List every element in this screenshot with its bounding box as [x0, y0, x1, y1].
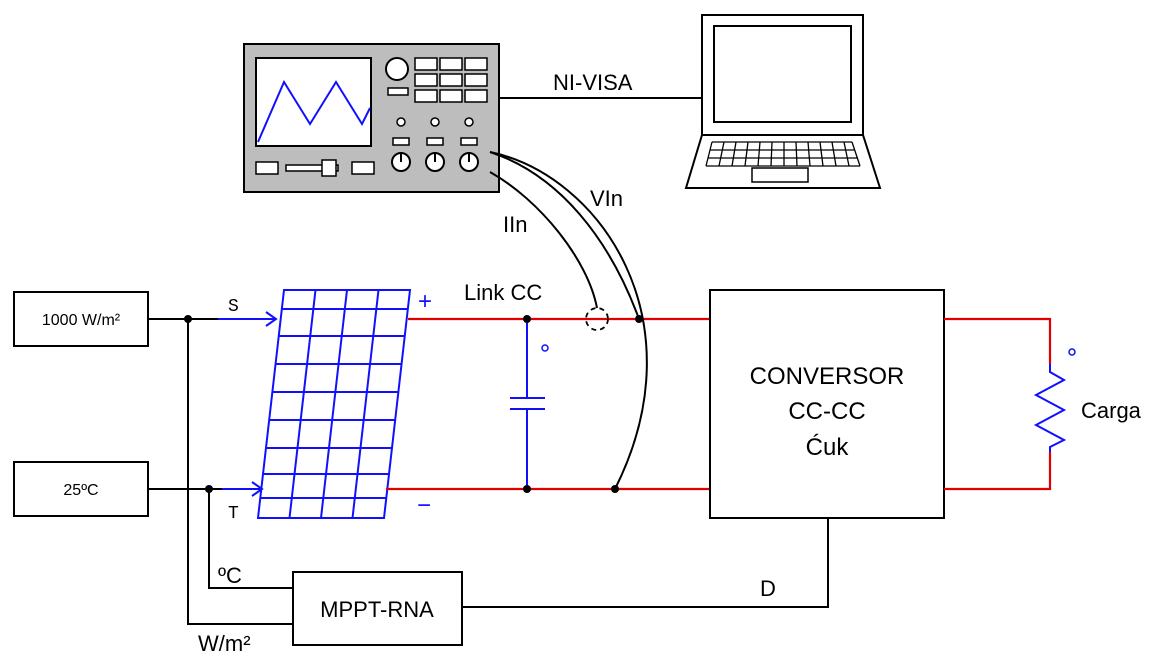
current-probe-clamp-icon — [585, 307, 609, 331]
controller-temp-input-label: ºC — [218, 563, 242, 588]
oscilloscope-bottom-controls — [255, 159, 375, 177]
irradiance-feedback-wire — [187, 319, 293, 625]
triangle-waveform — [257, 79, 371, 143]
irradiance-source-box — [13, 291, 149, 347]
small-button — [387, 87, 409, 96]
oscilloscope — [243, 43, 500, 193]
oscilloscope-button-grid — [414, 57, 488, 103]
mppt-rna-block — [292, 571, 463, 646]
irradiance-arrow-icon — [265, 311, 278, 327]
oscilloscope-leds — [392, 117, 478, 146]
channel-knob-icons — [391, 152, 479, 172]
load-resistor-icon — [1033, 364, 1067, 452]
load-wire-top — [944, 317, 1052, 364]
laptop-keyboard — [705, 141, 861, 167]
laptop-icon — [684, 14, 882, 189]
current-probe-label: IIn — [503, 212, 527, 237]
laptop-screen — [713, 25, 852, 123]
temperature-port-label: T — [228, 504, 239, 524]
converter-line1: CONVERSOR — [750, 363, 905, 390]
pv-panel — [256, 289, 412, 519]
voltage-probe-wire-b — [489, 151, 648, 490]
mppt-rna-label: MPPT-RNA — [320, 597, 434, 622]
dc-link-label: Link CC — [464, 280, 542, 305]
irradiance-value: 1000 W/m² — [42, 312, 121, 329]
converter-line2: CC-CC — [788, 398, 865, 425]
pv-minus-sign: − — [417, 492, 431, 519]
voltage-probe-label: VIn — [590, 186, 623, 211]
load-label: Carga — [1081, 398, 1142, 423]
voltage-probe-wire-a — [489, 151, 640, 320]
duty-cycle-wire — [462, 518, 829, 608]
oscilloscope-screen — [255, 57, 372, 147]
duty-cycle-label: D — [760, 576, 776, 601]
capacitor-polarity-dot — [541, 344, 549, 352]
converter-line3: Ćuk — [806, 434, 850, 461]
temperature-source-box — [13, 461, 149, 517]
cap-bottom-junction — [523, 485, 531, 493]
temperature-feedback-wire — [208, 489, 293, 589]
cap-top-junction — [523, 315, 531, 323]
controller-irr-input-label: W/m² — [198, 631, 251, 656]
laptop-touchpad — [751, 167, 809, 183]
main-knob-icon — [385, 57, 409, 81]
resistor-polarity-dot — [1068, 348, 1076, 356]
cuk-converter-box — [709, 289, 945, 519]
visa-label: NI-VISA — [553, 70, 633, 95]
current-probe-wire — [489, 171, 598, 309]
temperature-value: 25ºC — [63, 482, 98, 499]
irradiance-port-label: S — [228, 297, 239, 317]
pv-plus-sign: + — [418, 288, 432, 315]
dc-link-capacitor — [510, 319, 545, 489]
load-wire-bottom — [944, 452, 1052, 491]
